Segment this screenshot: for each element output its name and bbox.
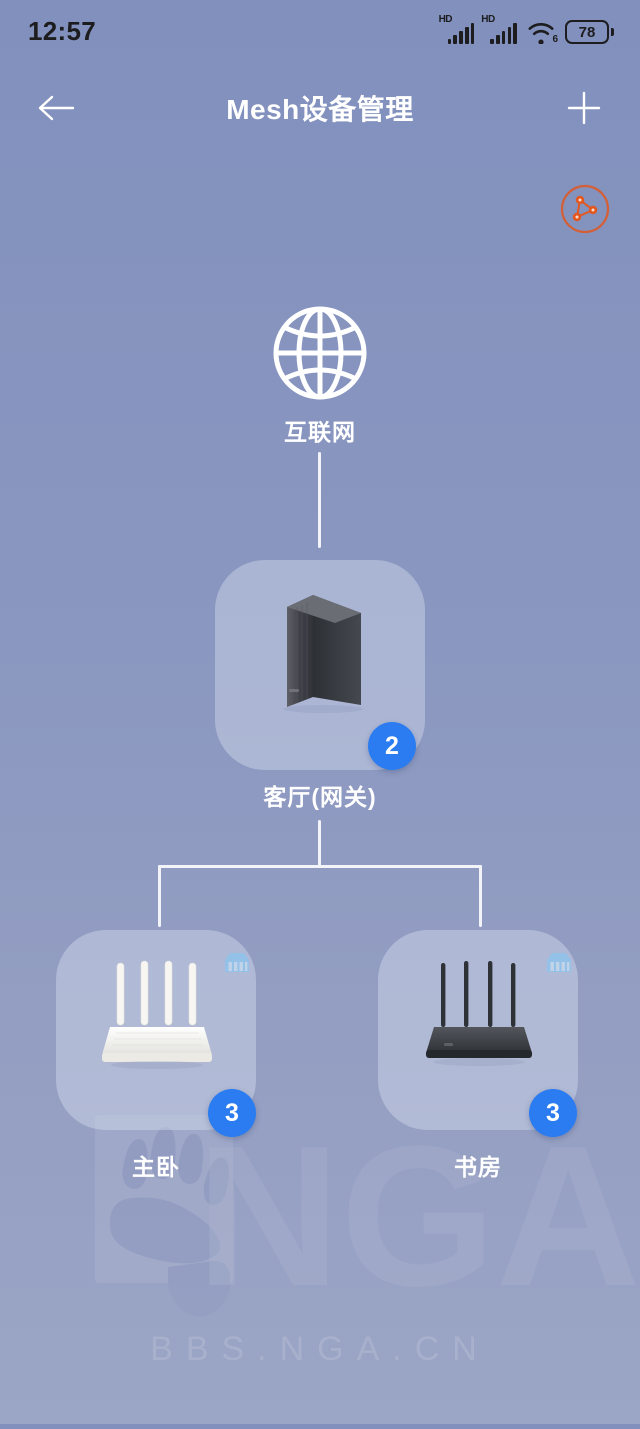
device-badge-child-1[interactable]: 3	[529, 1089, 577, 1137]
signal-bars-icon-sim1: HD	[439, 14, 475, 44]
ethernet-lan-icon-child-0	[225, 953, 249, 972]
globe-icon	[273, 306, 367, 400]
status-icon-group: HD HD 6 78	[439, 14, 614, 45]
plus-icon	[567, 91, 601, 125]
mesh-topology-icon	[560, 184, 610, 234]
device-label-child-1: 书房	[454, 1154, 502, 1180]
arrow-left-icon	[38, 95, 75, 121]
device-label-gateway: 客厅(网关)	[263, 784, 377, 810]
back-button[interactable]	[30, 82, 82, 134]
internet-node[interactable]: 互联网	[255, 303, 385, 447]
device-label-child-0: 主卧	[132, 1154, 180, 1180]
wifi-icon: 6	[526, 20, 558, 45]
add-device-button[interactable]	[558, 82, 610, 134]
router-black-4antenna-icon	[426, 961, 532, 1066]
app-bar: Mesh设备管理	[0, 72, 640, 144]
link-gateway-trunk	[318, 820, 321, 868]
hd-label-sim1: HD	[438, 14, 453, 25]
link-branch-right	[479, 865, 482, 927]
internet-label: 互联网	[284, 419, 356, 445]
status-bar: 12:57 HD HD 6 78	[0, 0, 640, 62]
device-badge-child-0[interactable]: 3	[208, 1089, 256, 1137]
link-internet-gateway	[318, 452, 321, 548]
battery-level-label: 78	[578, 23, 596, 41]
link-branch-bar	[158, 865, 482, 868]
link-branch-left	[158, 865, 161, 927]
battery-icon: 78	[565, 20, 614, 44]
device-badge-gateway[interactable]: 2	[368, 722, 416, 770]
router-white-4antenna-icon	[102, 960, 212, 1069]
status-clock: 12:57	[28, 15, 96, 46]
signal-bars-icon-sim2: HD	[481, 14, 517, 44]
wifi-standard-label: 6	[552, 34, 558, 45]
topology-view-button[interactable]	[560, 184, 610, 234]
page-title: Mesh设备管理	[226, 94, 414, 125]
hd-label-sim2: HD	[481, 14, 495, 25]
ethernet-lan-icon-child-1	[547, 953, 571, 972]
tower-router-dark-icon	[283, 595, 363, 713]
